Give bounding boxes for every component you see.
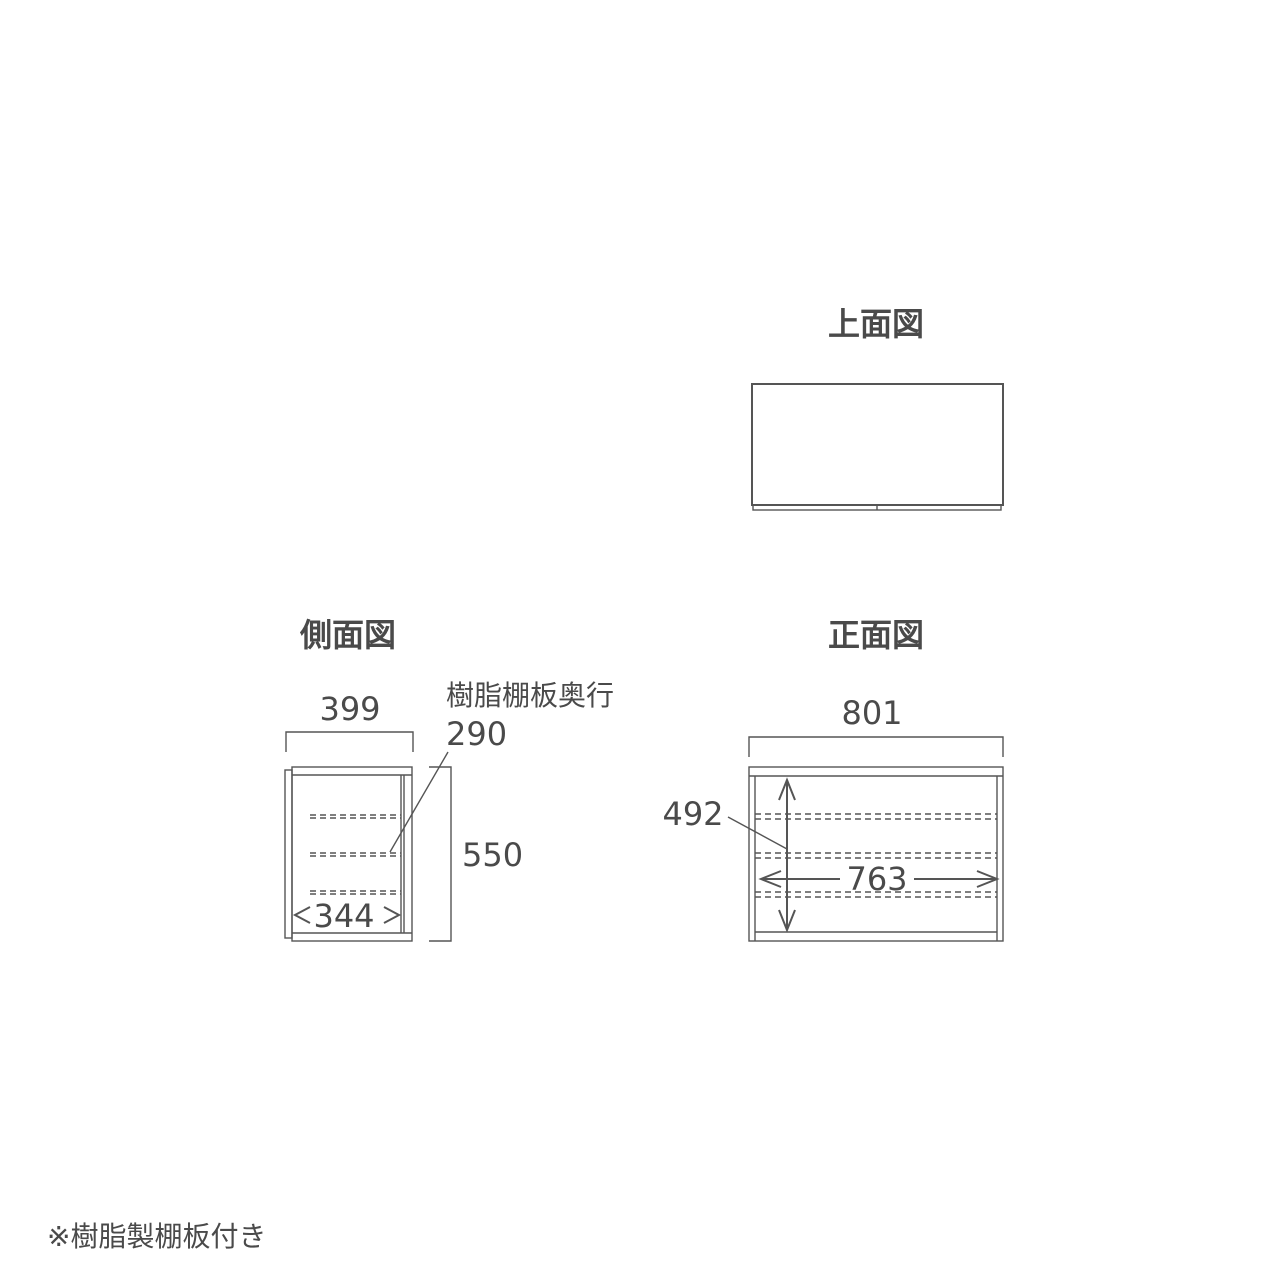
shelf-depth-label: 樹脂棚板奥行 (446, 679, 614, 712)
front-width-dim: 801 (841, 694, 902, 732)
side-inner-dim: 344 (313, 897, 374, 935)
front-view-title: 正面図 (828, 616, 924, 654)
side-view-title: 側面図 (299, 616, 396, 654)
top-view: 上面図 (751, 305, 1004, 511)
top-view-title: 上面図 (828, 305, 924, 343)
front-inner-height-dim: 492 (662, 795, 723, 833)
side-view: 側面図 399 樹脂棚板奥行 290 344 550 (284, 616, 614, 942)
top-outline (751, 383, 1004, 506)
front-view: 正面図 801 492 763 (662, 616, 1004, 942)
shelf-depth-dim: 290 (446, 715, 507, 753)
side-width-dim: 399 (319, 690, 380, 728)
footnote: ※樹脂製棚板付き (47, 1220, 266, 1253)
side-height-dim: 550 (462, 836, 523, 874)
front-inner-width-dim: 763 (846, 860, 907, 898)
